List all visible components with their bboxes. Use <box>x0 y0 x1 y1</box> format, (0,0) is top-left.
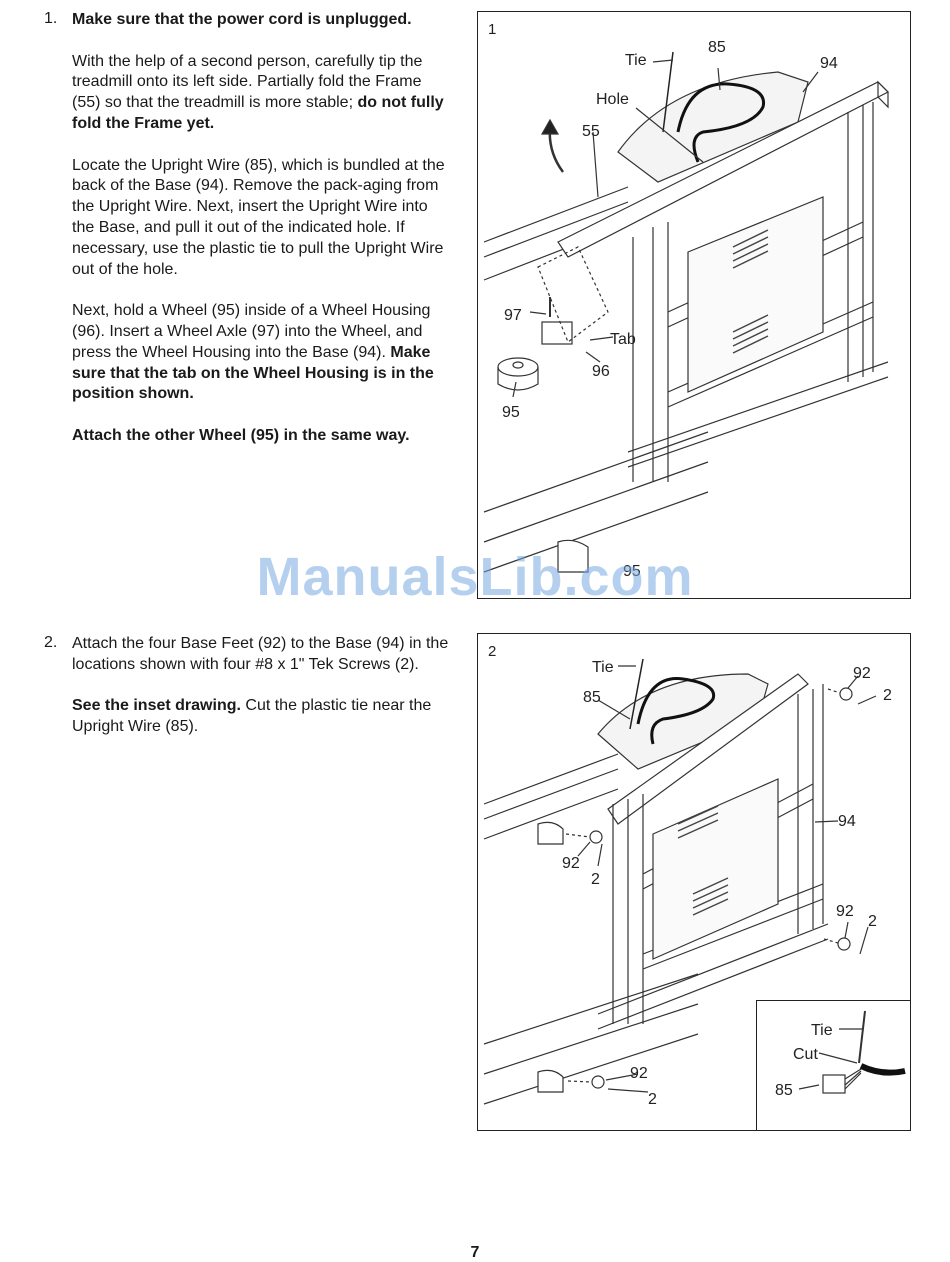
step-1-number: 1. <box>44 10 58 27</box>
inset-label-cut: Cut <box>793 1046 818 1063</box>
label-hole: Hole <box>596 91 629 108</box>
label-95-bottom: 95 <box>623 563 641 580</box>
label-92-left: 92 <box>562 855 580 872</box>
label-97: 97 <box>504 307 522 324</box>
label-94: 94 <box>820 55 838 72</box>
figure-1-drawing: 1 Tie 85 94 Hole 55 97 Tab 96 95 95 <box>483 21 890 580</box>
label-tie: Tie <box>625 52 647 69</box>
figure-2-number: 2 <box>488 643 496 660</box>
step-2-para-1: Attach the four Base Feet (92) to the Ba… <box>72 635 449 673</box>
step-2-text: Attach the four Base Feet (92) to the Ba… <box>72 634 450 759</box>
label-95-top: 95 <box>502 404 520 421</box>
inset-svg: Tie Cut 85 <box>775 1010 906 1099</box>
step-1-heading: Make sure that the power cord is unplugg… <box>72 11 412 28</box>
label-85: 85 <box>708 39 726 56</box>
step-1-text: Make sure that the power cord is unplugg… <box>72 10 450 468</box>
inset-drawing: Tie Cut 85 <box>756 1000 910 1130</box>
label-55: 55 <box>582 123 600 140</box>
label-94: 94 <box>838 813 856 830</box>
label-92-bottom: 92 <box>630 1065 648 1082</box>
step-1-para-3: Next, hold a Wheel (95) inside of a Whee… <box>72 302 431 361</box>
step-1-para-1: With the help of a second person, carefu… <box>72 52 423 112</box>
label-96: 96 <box>592 363 610 380</box>
step-2-para-2-bold: See the inset drawing. <box>72 697 241 715</box>
label-92-right: 92 <box>836 903 854 920</box>
label-tab: Tab <box>610 331 636 348</box>
label-2-top: 2 <box>883 687 892 704</box>
step-1-para-2: Locate the Upright Wire (85), which is b… <box>72 156 445 278</box>
label-85: 85 <box>583 689 601 706</box>
watermark: ManualsLib.com <box>256 547 694 607</box>
label-92-top: 92 <box>853 665 871 682</box>
inset-label-tie: Tie <box>811 1022 833 1039</box>
label-2-left: 2 <box>591 871 600 888</box>
figure-2-drawing: 2 Tie 85 92 2 94 92 2 92 2 92 2 <box>483 643 892 1108</box>
inset-label-85: 85 <box>775 1082 793 1099</box>
figure-1-panel: 1 Tie 85 94 Hole 55 97 Tab 96 95 95 <box>477 11 911 599</box>
step-2-para-2: Cut the plastic tie near the Upright Wir… <box>72 697 432 736</box>
figure-1-number: 1 <box>488 21 496 38</box>
label-tie: Tie <box>592 659 614 676</box>
label-2-bottom: 2 <box>648 1091 657 1108</box>
figure-2-panel: 2 Tie 85 92 2 94 92 2 92 2 92 2 <box>477 633 911 1131</box>
page-number: 7 <box>470 1244 480 1261</box>
step-2-number: 2. <box>44 634 58 651</box>
label-2-right: 2 <box>868 913 877 930</box>
step-1-para-1-warning: do not fully fold the Frame yet. <box>72 94 444 132</box>
step-1-para-3-warning: Make sure that the tab on the Wheel Hous… <box>72 343 434 403</box>
step-1-para-4: Attach the other Wheel (95) in the same … <box>72 426 410 444</box>
